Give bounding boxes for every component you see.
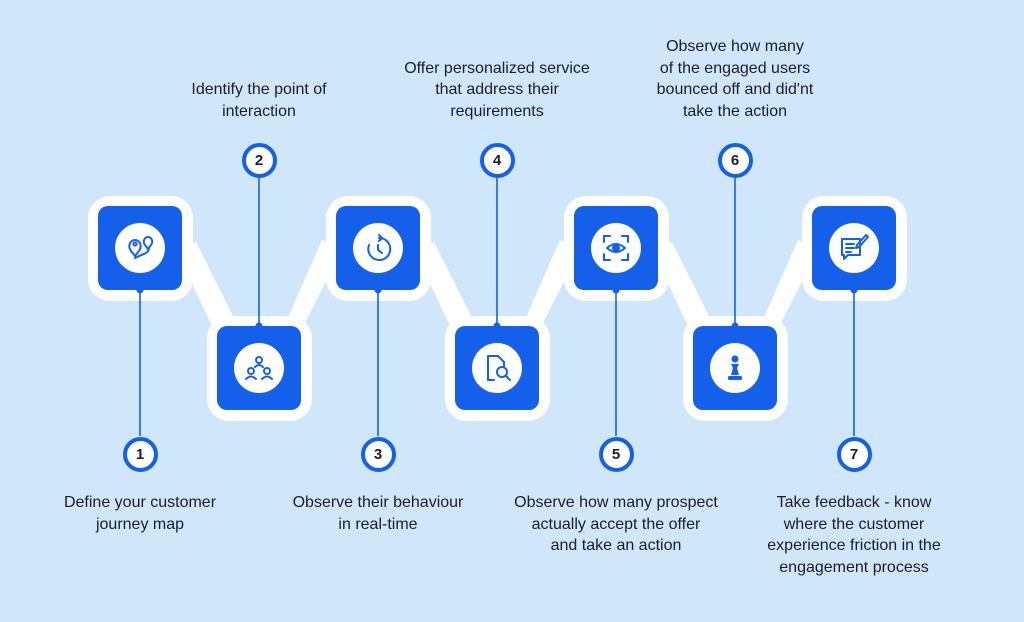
step-caption-3: Observe their behaviour in real-time (292, 494, 464, 533)
step-caption-1: Define your customer journey map (63, 494, 217, 533)
step-tiles (98, 206, 896, 410)
step-number-4: 4 (479, 142, 515, 178)
step-caption-2: Identify the point of interaction (191, 81, 327, 120)
step-caption-6: Observe how many of the engaged users bo… (656, 38, 814, 120)
step-tile-3 (336, 206, 420, 290)
step-number-2: 2 (241, 142, 277, 178)
step-number-1: 1 (122, 436, 158, 472)
step-number-6: 6 (717, 142, 753, 178)
step-tile-1 (98, 206, 182, 290)
step-caption-7: Take feedback - know where the customer … (767, 494, 941, 576)
step-tile-2 (217, 326, 301, 410)
step-tile-7 (812, 206, 896, 290)
step-tile-6 (693, 326, 777, 410)
step-tile-4 (455, 326, 539, 410)
step-tile-5 (574, 206, 658, 290)
step-number-5: 5 (598, 436, 634, 472)
step-caption-4: Offer personalized service that address … (404, 59, 590, 120)
step-number-3: 3 (360, 436, 396, 472)
step-number-7: 7 (836, 436, 872, 472)
step-caption-5: Observe how many prospect actually accep… (514, 494, 718, 554)
